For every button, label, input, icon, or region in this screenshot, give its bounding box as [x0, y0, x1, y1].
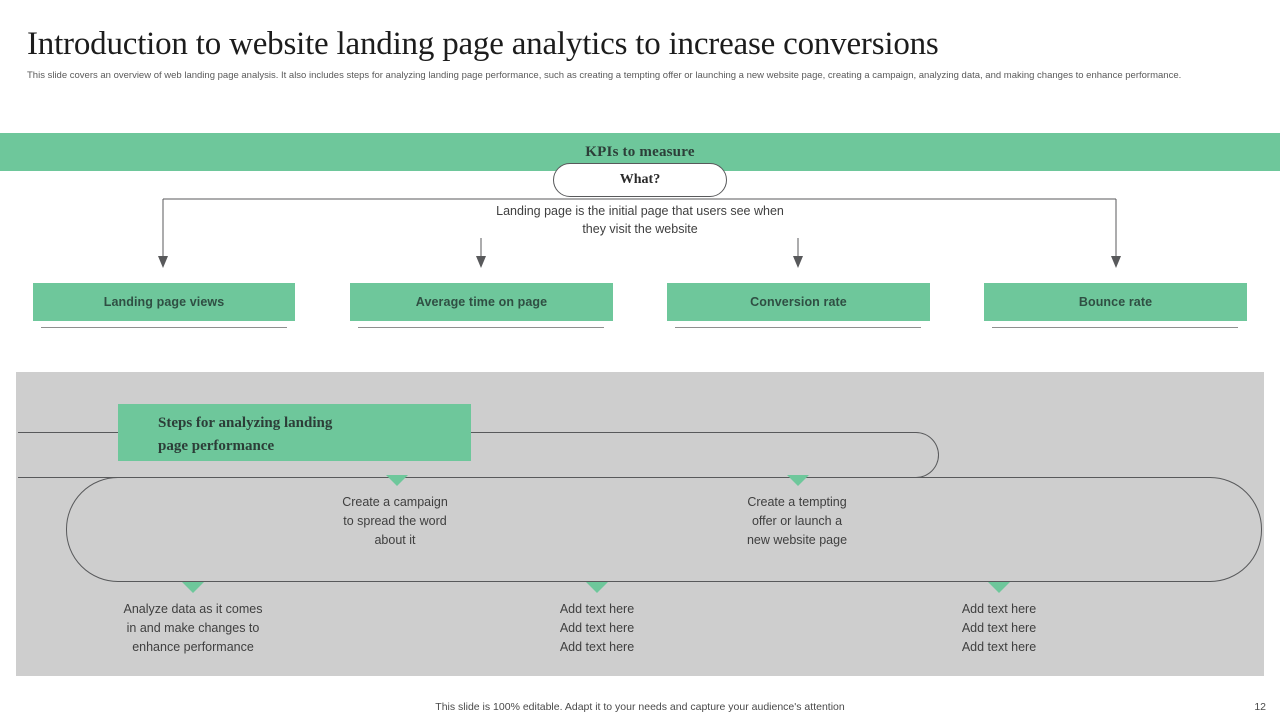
- kpi-band-label: KPIs to measure: [585, 143, 695, 160]
- step-line: about it: [374, 533, 416, 547]
- footer-note: This slide is 100% editable. Adapt it to…: [435, 701, 845, 713]
- step-line: offer or launch a: [751, 514, 843, 528]
- kpi-box-average-time-on-page[interactable]: Average time on page: [350, 283, 613, 321]
- what-box: What?: [553, 163, 727, 197]
- marker-triangle-upper-1: [386, 475, 408, 486]
- step-upper-2: Create a tempting offer or launch a new …: [697, 493, 897, 550]
- marker-triangle-upper-2: [787, 475, 809, 486]
- step-line: new website page: [746, 533, 848, 547]
- kpi-underline-4: [992, 327, 1238, 328]
- steps-heading-line2: page performance: [158, 438, 275, 454]
- step-line: Analyze data as it comes: [123, 602, 263, 616]
- step-line: Add text here: [559, 621, 635, 635]
- kpi-box-bounce-rate[interactable]: Bounce rate: [984, 283, 1247, 321]
- what-description: Landing page is the initial page that us…: [496, 204, 784, 236]
- kpi-underline-3: [675, 327, 921, 328]
- step-line: enhance performance: [132, 640, 254, 654]
- kpi-underline-1: [41, 327, 287, 328]
- step-line: to spread the word: [343, 514, 447, 528]
- marker-triangle-lower-1: [182, 582, 204, 593]
- step-line: in and make changes to: [126, 621, 260, 635]
- page-subtitle: This slide covers an overview of web lan…: [27, 70, 1182, 81]
- step-line: Add text here: [961, 640, 1037, 654]
- kpi-box-conversion-rate[interactable]: Conversion rate: [667, 283, 930, 321]
- what-label: What?: [619, 172, 661, 187]
- step-line: Add text here: [559, 602, 635, 616]
- kpi-label: Landing page views: [103, 295, 225, 309]
- page-title: Introduction to website landing page ana…: [27, 26, 939, 62]
- step-line: Create a campaign: [342, 495, 448, 509]
- step-lower-1: Analyze data as it comes in and make cha…: [83, 600, 303, 657]
- footer-page-number: 12: [1254, 701, 1266, 713]
- step-lower-3: Add text here Add text here Add text her…: [899, 600, 1099, 657]
- step-upper-1: Create a campaign to spread the word abo…: [295, 493, 495, 550]
- kpi-label: Conversion rate: [750, 295, 847, 309]
- step-line: Create a tempting: [747, 495, 847, 509]
- steps-heading-box: Steps for analyzing landing page perform…: [118, 404, 471, 461]
- marker-triangle-lower-2: [586, 582, 608, 593]
- step-line: Add text here: [961, 621, 1037, 635]
- kpi-box-landing-page-views[interactable]: Landing page views: [33, 283, 295, 321]
- step-line: Add text here: [559, 640, 635, 654]
- kpi-label: Average time on page: [415, 295, 548, 309]
- kpi-underline-2: [358, 327, 604, 328]
- step-line: Add text here: [961, 602, 1037, 616]
- kpi-label: Bounce rate: [1078, 295, 1153, 309]
- step-lower-2: Add text here Add text here Add text her…: [497, 600, 697, 657]
- steps-track-lower: [66, 477, 1262, 582]
- steps-heading-line1: Steps for analyzing landing: [158, 415, 333, 431]
- marker-triangle-lower-3: [988, 582, 1010, 593]
